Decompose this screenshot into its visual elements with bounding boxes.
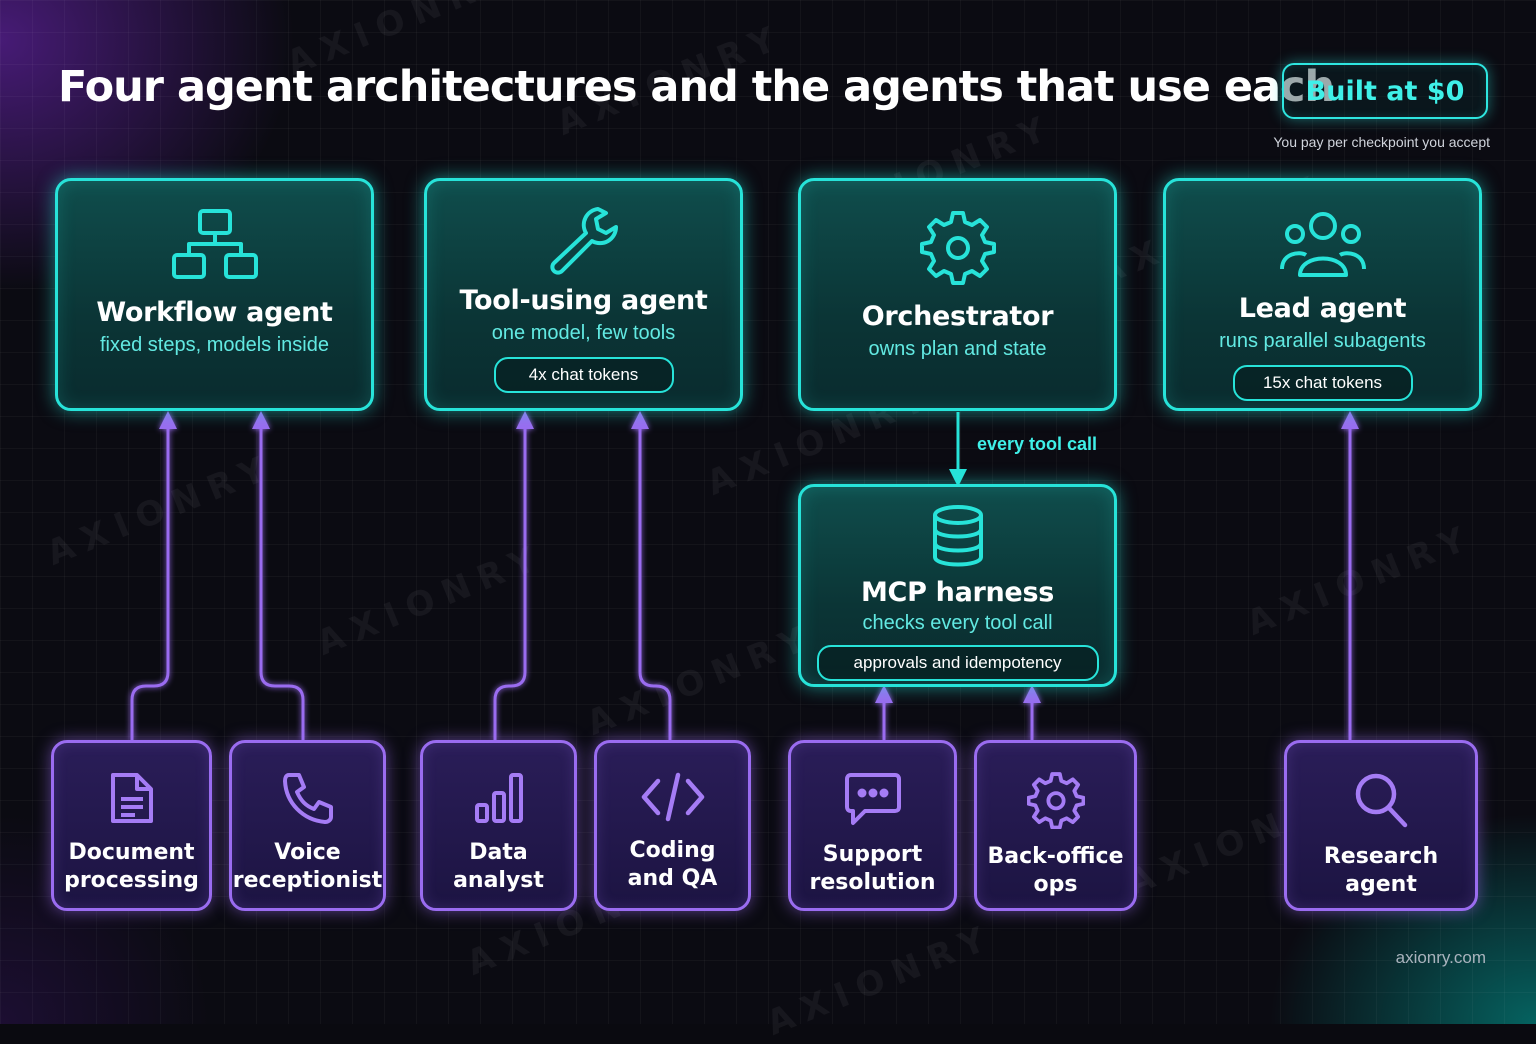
chat-bubble-icon — [843, 771, 903, 831]
architecture-lead-agent: Lead agent runs parallel subagents 15x c… — [1163, 178, 1482, 411]
architecture-title: Tool-using agent — [459, 285, 708, 316]
pricing-note: You pay per checkpoint you accept — [1273, 134, 1490, 150]
edge-document-to-workflow — [130, 411, 177, 740]
gear-icon — [1026, 771, 1085, 833]
bar-chart-icon — [473, 771, 525, 829]
price-badge: Built at $0 — [1282, 63, 1488, 119]
phone-icon — [281, 771, 335, 829]
architecture-subtitle: fixed steps, models inside — [99, 334, 329, 356]
architecture-subtitle: runs parallel subagents — [1219, 330, 1426, 352]
token-cost-pill: 4x chat tokens — [493, 357, 674, 393]
hierarchy-icon — [171, 209, 258, 285]
search-icon — [1353, 771, 1409, 833]
architecture-workflow-agent: Workflow agent fixed steps, models insid… — [55, 178, 374, 411]
harness-pill: approvals and idempotency — [816, 645, 1099, 681]
harness-subtitle: checks every tool call — [862, 612, 1053, 634]
architecture-tool-using-agent: Tool-using agent one model, few tools 4x… — [424, 178, 743, 411]
page-title: Four agent architectures and the agents … — [58, 62, 1335, 112]
architecture-title: Lead agent — [1238, 293, 1407, 324]
edge-data-to-tool — [493, 411, 534, 740]
document-icon — [109, 771, 155, 829]
edge-voice-to-workflow — [252, 411, 305, 740]
edge-label-every-tool-call: every tool call — [977, 434, 1098, 454]
architecture-title: Workflow agent — [96, 297, 333, 328]
architecture-title: Orchestrator — [861, 301, 1054, 332]
database-icon — [931, 505, 985, 571]
architecture-orchestrator: Orchestrator owns plan and state — [798, 178, 1117, 411]
users-icon — [1278, 209, 1368, 283]
architecture-subtitle: one model, few tools — [491, 322, 676, 344]
architecture-subtitle: owns plan and state — [868, 338, 1047, 360]
wrench-icon — [546, 203, 622, 279]
edge-coding-to-tool — [631, 411, 672, 740]
code-icon — [640, 771, 706, 827]
mcp-harness: MCP harness checks every tool call appro… — [798, 484, 1117, 687]
gear-icon — [919, 209, 996, 289]
footer-url[interactable]: axionry.com — [1395, 948, 1486, 967]
token-cost-pill: 15x chat tokens — [1232, 365, 1413, 401]
harness-title: MCP harness — [860, 577, 1054, 608]
